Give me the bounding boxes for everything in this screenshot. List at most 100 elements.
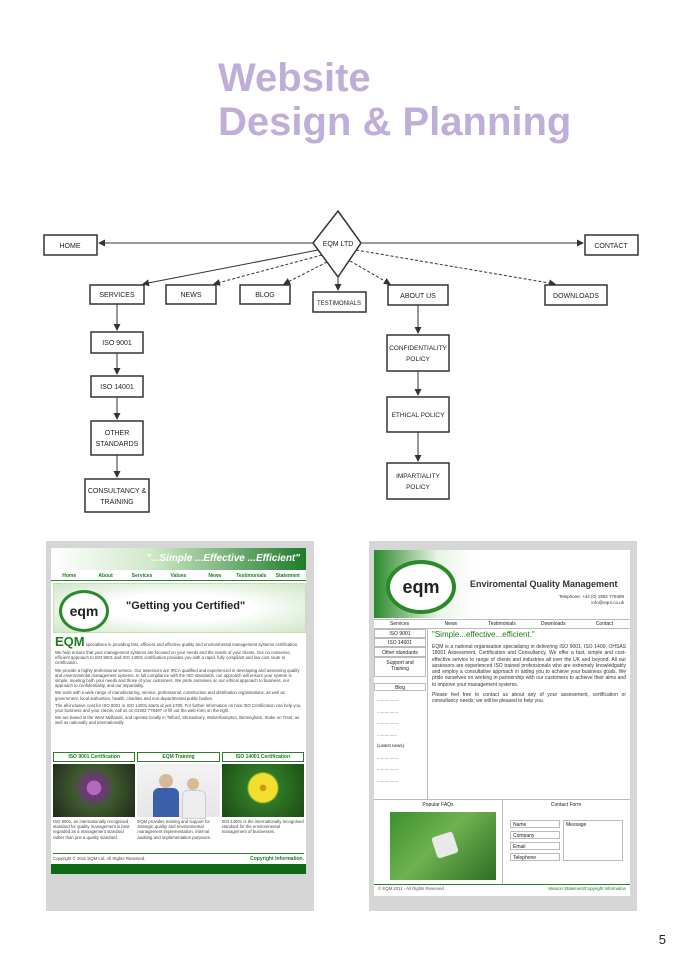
puzzle-icon bbox=[431, 831, 459, 859]
mockup-2-blog-item[interactable]: ................. bbox=[377, 754, 399, 760]
sitemap-diagram: EQM LTD HOME CONTACT SERVICES NEWS BLOG … bbox=[43, 209, 639, 513]
mockup-1-box-2-title[interactable]: EQM Training bbox=[137, 752, 220, 762]
node-consultancy bbox=[84, 478, 150, 513]
node-services bbox=[89, 284, 145, 305]
node-downloads-label: DOWNLOADS bbox=[553, 293, 599, 300]
mockup-1-box-3-text: ISO 14001 is the internationally recogni… bbox=[221, 819, 304, 835]
mockup-2-nav-news[interactable]: News bbox=[444, 621, 458, 627]
mockup-2-field-telephone[interactable]: Telephone bbox=[510, 853, 560, 861]
node-news bbox=[165, 284, 217, 305]
mockup-1-box-1-title[interactable]: ISO 9001 Certification bbox=[53, 752, 136, 762]
node-consultancy-label-2: TRAINING bbox=[100, 499, 133, 506]
mockup-1-box-iso9001: ISO 9001 Certification ISO 9001, an inte… bbox=[53, 752, 136, 840]
node-other-standards bbox=[90, 420, 144, 456]
mockup-2-nav-contact[interactable]: Contact bbox=[595, 621, 614, 627]
node-home bbox=[43, 234, 98, 256]
mockup-1-intro: specialises in providing fast, efficient… bbox=[85, 642, 299, 647]
node-contact-label: CONTACT bbox=[594, 243, 628, 250]
node-blog-label: BLOG bbox=[255, 292, 274, 299]
mockup-2-blog-item[interactable]: ................. bbox=[377, 720, 399, 725]
node-about bbox=[387, 284, 449, 306]
mockup-2-company-name: Enviromental Quality Management bbox=[470, 579, 618, 589]
mockup-2-nav-services[interactable]: Services bbox=[390, 621, 410, 627]
mockup-2-contact-info: Telephone: +44 (0) 1902 778489 info@eqm.… bbox=[559, 594, 624, 606]
node-confidentiality-label-2: POLICY bbox=[406, 356, 431, 363]
node-impartiality bbox=[386, 462, 450, 500]
mockup-1-para-1: We help ensure that your management syst… bbox=[55, 650, 291, 666]
mockup-1-para-3: We work with a wide range of manufacturi… bbox=[55, 690, 285, 701]
node-other-label-1: OTHER bbox=[105, 430, 130, 437]
mockup-1-nav-about[interactable]: About bbox=[98, 573, 113, 579]
mockup-1-box-training: EQM Training EQM provides training and s… bbox=[137, 752, 220, 840]
title-line-1: Website bbox=[218, 56, 371, 100]
mockup-2-side-other[interactable]: Other standards bbox=[374, 647, 426, 657]
node-iso14001 bbox=[90, 375, 144, 398]
mockup-1-nav: Home About Services Values News Testimon… bbox=[51, 572, 306, 581]
mockup-2-field-company[interactable]: Company bbox=[510, 831, 560, 839]
mockup-2-side-support[interactable]: Support and Training bbox=[374, 657, 426, 677]
mockup-2-footer-link[interactable]: Mission Statement/Copyright Information bbox=[548, 886, 626, 891]
mockup-2-email: info@eqm.co.uk bbox=[591, 600, 624, 605]
mockup-1-box-1-text: ISO 9001, an internationally recognised … bbox=[53, 819, 130, 840]
mockup-1-banner: eqm "Getting you Certified" bbox=[53, 583, 306, 633]
node-downloads bbox=[544, 284, 608, 306]
node-impartiality-label-1: IMPARTIALITY bbox=[396, 473, 440, 480]
mockup-2-message-field[interactable]: Message bbox=[563, 820, 623, 861]
mockup-1-footer: Copyright © 2011 EQM Ltd. All Rights Res… bbox=[53, 853, 304, 863]
mockup-2-nav-downloads[interactable]: Downloads bbox=[540, 621, 566, 627]
mockup-1-banner-text: "Getting you Certified" bbox=[126, 600, 246, 612]
title-line-2: Design & Planning bbox=[218, 100, 572, 144]
mockup-1-para-5: We are based in the West Midlands, and o… bbox=[55, 715, 300, 726]
mockup-2-sidebar: ISO 9001 ISO 14001 Other standards Suppo… bbox=[374, 629, 426, 786]
arrow-news bbox=[213, 254, 323, 286]
mockup-2-blog-header[interactable]: Blog bbox=[374, 683, 426, 691]
mockup-1-nav-testimonials[interactable]: Testimonials bbox=[236, 573, 267, 579]
mockup-1-nav-values[interactable]: Values bbox=[170, 573, 187, 579]
mockup-1-nav-statement[interactable]: Statement bbox=[275, 573, 300, 579]
mockup-2-body-2: Please feel free to contact us about any… bbox=[432, 692, 626, 705]
arrow-blog bbox=[283, 261, 328, 285]
mockup-2-nav-testimonials[interactable]: Testimonials bbox=[488, 621, 516, 627]
mockup-2-field-email[interactable]: Email bbox=[510, 842, 560, 850]
mockup-2-header: eqm Enviromental Quality Management Tele… bbox=[374, 550, 630, 618]
mockup-1-box-3-title[interactable]: ISO 14001 Certification bbox=[221, 752, 304, 762]
mockup-1-page: "...Simple ...Effective ...Efficient" Ho… bbox=[51, 548, 306, 874]
mockup-1-footer-copyright: Copyright © 2011 EQM Ltd. All Rights Res… bbox=[53, 855, 146, 861]
mockup-1-nav-news[interactable]: News bbox=[208, 573, 222, 579]
mockup-2-body-1: EQM is a national organisation specialis… bbox=[432, 644, 626, 688]
mockup-1-footer-link[interactable]: Copyright Information. bbox=[250, 855, 304, 862]
node-iso9001 bbox=[90, 331, 144, 354]
page-title: Website Design & Planning bbox=[218, 56, 571, 144]
mockup-1-nav-home[interactable]: Home bbox=[62, 573, 77, 579]
mockup-2-phone: Telephone: +44 (0) 1902 778489 bbox=[558, 594, 624, 599]
mockup-2-side-iso9001[interactable]: ISO 9001 bbox=[374, 629, 426, 638]
mockup-2-form-fields: Name Company Email Telephone bbox=[510, 820, 560, 861]
mockup-2-blog-list: ................. ................. ....… bbox=[374, 691, 426, 786]
mockup-2-blog-item[interactable]: ................. bbox=[377, 766, 399, 771]
node-root-label: EQM LTD bbox=[323, 241, 354, 248]
mockup-2-contact-form-title: Contact Form bbox=[550, 802, 582, 808]
arrow-downloads bbox=[355, 249, 556, 287]
node-testimonials-label: TESTIMONIALS bbox=[317, 301, 361, 307]
mockup-2-blog-item[interactable]: ................. bbox=[377, 708, 399, 714]
mockup-2-blog-item[interactable]: ................. bbox=[377, 777, 399, 783]
mockup-2-side-iso14001[interactable]: ISO 14001 bbox=[374, 638, 426, 647]
node-home-label: HOME bbox=[60, 243, 81, 250]
mockup-2-blog-item[interactable]: (Latest news) bbox=[377, 743, 405, 748]
mockup-2-blog-item[interactable]: ................ bbox=[377, 731, 398, 737]
mockup-2-faq-image bbox=[390, 812, 496, 880]
mockup-2-faq-title: Popular FAQs bbox=[422, 802, 454, 808]
node-about-label: ABOUT US bbox=[400, 293, 436, 300]
mockup-2-nav: Services News Testimonials Downloads Con… bbox=[374, 619, 630, 629]
mockup-1-nav-services[interactable]: Services bbox=[131, 573, 153, 579]
arrow-services bbox=[142, 249, 319, 287]
mockup-1-footer-bar bbox=[51, 864, 306, 874]
mockup-1-box-1-image bbox=[53, 764, 136, 817]
mockup-2-field-name[interactable]: Name bbox=[510, 820, 560, 828]
mockup-1-box-2-text: EQM provides training and support for st… bbox=[137, 819, 212, 840]
node-consultancy-label-1: CONSULTANCY & bbox=[88, 488, 147, 495]
mockup-2-page: eqm Enviromental Quality Management Tele… bbox=[374, 550, 630, 896]
node-confidentiality bbox=[386, 334, 450, 372]
mockup-2-blog-item[interactable]: ................. bbox=[377, 697, 399, 702]
node-news-label: NEWS bbox=[181, 292, 202, 299]
